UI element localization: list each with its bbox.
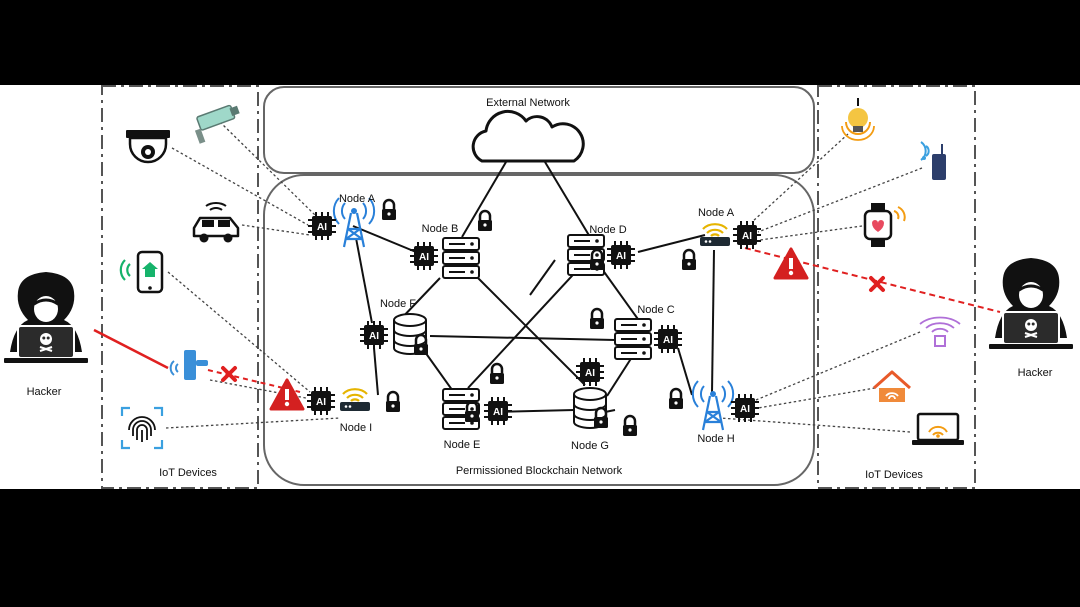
- ai-chip-label: AI: [419, 252, 429, 263]
- attack-line-left-dashed: [207, 369, 301, 393]
- cctv-camera-icon: [194, 104, 240, 144]
- ai-chip-label: AI: [317, 222, 327, 233]
- node-e-server-icon: [442, 388, 480, 430]
- smart-sensor-icon: [920, 141, 946, 180]
- node-c-server-icon: [614, 318, 652, 360]
- node-h-label: Node H: [697, 433, 734, 445]
- smart-bulb-icon: [841, 98, 875, 141]
- external-network-label: External Network: [486, 97, 570, 109]
- smart-home-icon: [873, 370, 911, 402]
- ai-chip-label: AI: [663, 335, 673, 346]
- ai-chip-label: AI: [740, 404, 750, 415]
- ai-chip-label: AI: [585, 368, 595, 379]
- blockchain-network-label: Permissioned Blockchain Network: [456, 465, 623, 477]
- ai-chip-label: AI: [316, 397, 326, 408]
- iot-devices-right-box: [817, 85, 976, 489]
- ai-chip-label: AI: [493, 407, 503, 418]
- smartwatch-icon: [863, 203, 906, 247]
- node-g-label: Node G: [571, 440, 609, 452]
- iot-devices-left-box: [101, 85, 259, 489]
- iot-devices-right-label: IoT Devices: [865, 469, 923, 481]
- hacker-right-label: Hacker: [1018, 367, 1053, 379]
- node-e-label: Node E: [444, 439, 481, 451]
- node-a-right-label: Node A: [698, 207, 735, 219]
- node-b-server-icon: [442, 237, 480, 279]
- smart-lock-icon: [169, 350, 208, 380]
- fingerprint-scanner-icon: [120, 406, 164, 450]
- smartphone-home-icon: [119, 250, 164, 294]
- iot-devices-left-label: IoT Devices: [159, 467, 217, 479]
- node-d-label: Node D: [589, 224, 626, 236]
- node-b-label: Node B: [422, 223, 459, 235]
- laptop-wifi-icon: [912, 412, 964, 445]
- ai-chip-label: AI: [369, 331, 379, 342]
- node-i-label: Node I: [340, 422, 372, 434]
- cloud-icon: [471, 110, 585, 163]
- ai-chip-label: AI: [742, 231, 752, 242]
- hacker-left-label: Hacker: [27, 386, 62, 398]
- node-c-label: Node C: [637, 304, 674, 316]
- ai-chip-label: AI: [616, 251, 626, 262]
- node-a-left-label: Node A: [339, 193, 376, 205]
- wireless-chip-icon: [919, 316, 961, 347]
- node-f-label: Node F: [380, 298, 416, 310]
- smart-car-icon: [192, 202, 240, 243]
- security-camera-dome-icon: [126, 130, 170, 164]
- iot-links: [165, 121, 923, 433]
- attack-line-left: [93, 328, 169, 370]
